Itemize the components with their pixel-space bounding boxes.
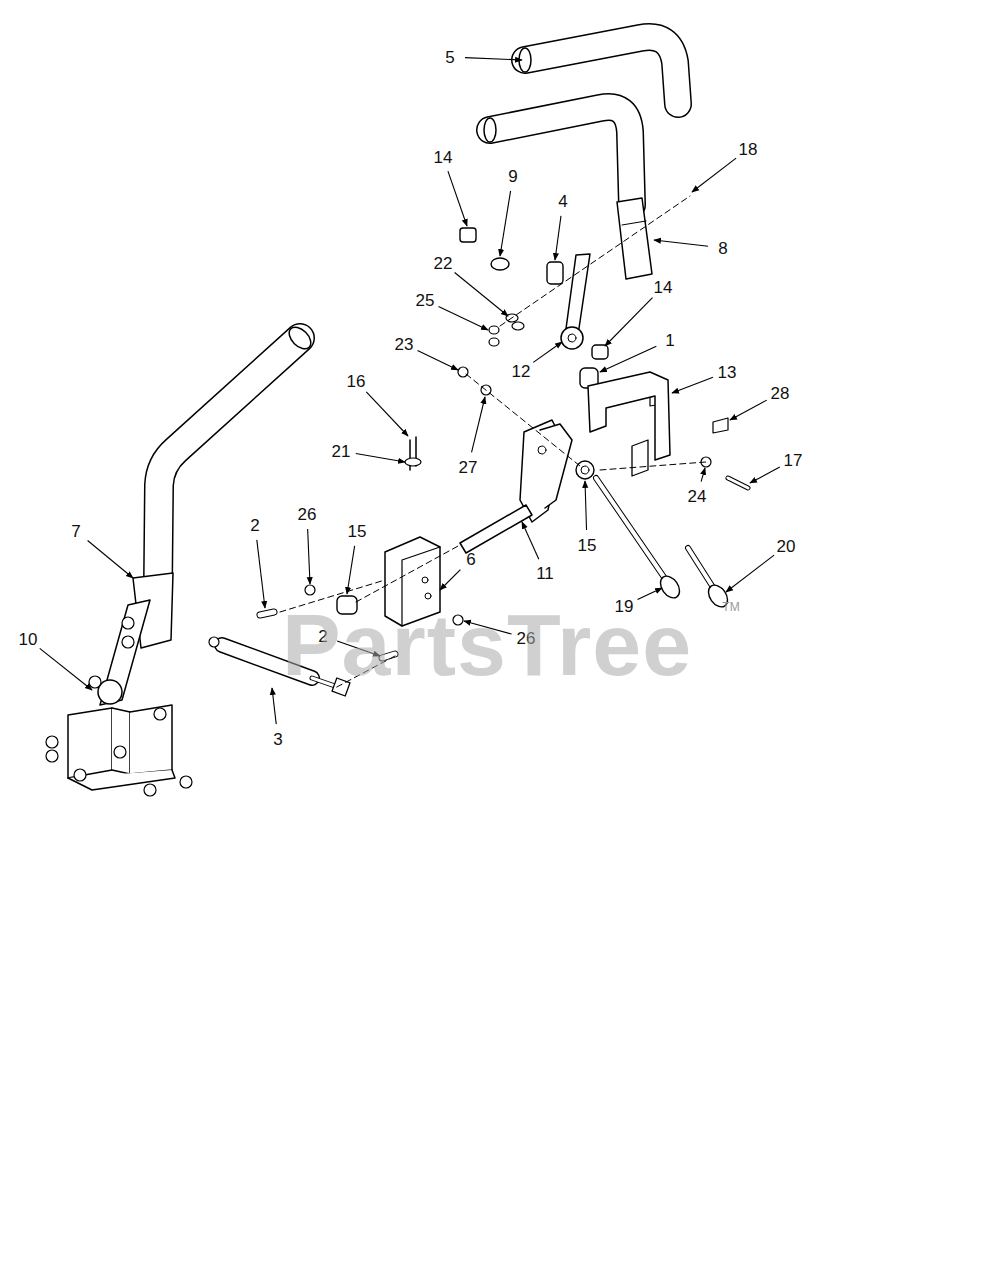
callout-number: 13 xyxy=(718,364,737,381)
leader-line xyxy=(40,648,92,690)
leader-line xyxy=(638,588,662,600)
callout-number: 20 xyxy=(777,538,796,555)
leader-line xyxy=(88,541,133,578)
leader-line xyxy=(472,397,485,452)
leader-line xyxy=(605,298,652,346)
callout-number: 9 xyxy=(508,168,517,185)
callout-number: 25 xyxy=(416,292,435,309)
leader-line xyxy=(257,540,265,608)
leader-line xyxy=(726,555,774,592)
callout-number: 6 xyxy=(466,551,475,568)
callout-number: 3 xyxy=(273,731,282,748)
callout-number: 1 xyxy=(665,332,674,349)
leader-line xyxy=(750,467,780,483)
leader-line xyxy=(600,346,656,372)
callout-number: 16 xyxy=(347,373,366,390)
callout-number: 5 xyxy=(445,49,454,66)
callout-number: 26 xyxy=(298,506,317,523)
callout-number: 14 xyxy=(434,149,453,166)
callout-number: 23 xyxy=(395,336,414,353)
leader-line xyxy=(308,529,310,584)
leader-line xyxy=(585,481,587,530)
leader-line xyxy=(465,58,522,60)
callout-number: 15 xyxy=(578,537,597,554)
callout-number: 10 xyxy=(19,631,38,648)
leader-line xyxy=(500,191,511,256)
leader-line xyxy=(533,342,562,362)
callout-number: 2 xyxy=(250,517,259,534)
leader-line xyxy=(555,216,561,260)
leader-line xyxy=(701,468,705,482)
callout-number: 8 xyxy=(718,240,727,257)
callout-number: 27 xyxy=(459,459,478,476)
leader-line xyxy=(522,522,539,559)
callout-number: 7 xyxy=(71,523,80,540)
leader-line xyxy=(448,171,467,226)
leader-line xyxy=(692,158,736,192)
leader-line xyxy=(654,240,708,246)
callout-number: 4 xyxy=(558,193,567,210)
leader-line xyxy=(455,272,508,316)
leader-line xyxy=(418,351,458,370)
leader-line xyxy=(356,454,405,462)
callout-number: 28 xyxy=(771,385,790,402)
callout-number: 21 xyxy=(332,443,351,460)
leader-line xyxy=(347,546,355,594)
leader-line xyxy=(366,392,408,436)
leader-line xyxy=(272,688,276,724)
callout-number: 14 xyxy=(654,279,673,296)
trademark-mark: TM xyxy=(722,601,739,613)
leader-line xyxy=(672,377,713,393)
callout-number: 22 xyxy=(434,255,453,272)
watermark: PartsTree xyxy=(282,601,692,689)
leader-line xyxy=(730,400,767,420)
callout-number: 15 xyxy=(348,523,367,540)
callout-number: 18 xyxy=(739,141,758,158)
callout-number: 17 xyxy=(784,452,803,469)
leader-line xyxy=(440,570,460,590)
callout-number: 12 xyxy=(512,363,531,380)
leader-line xyxy=(439,306,488,330)
callout-number: 11 xyxy=(536,565,554,582)
callout-number: 24 xyxy=(688,488,707,505)
